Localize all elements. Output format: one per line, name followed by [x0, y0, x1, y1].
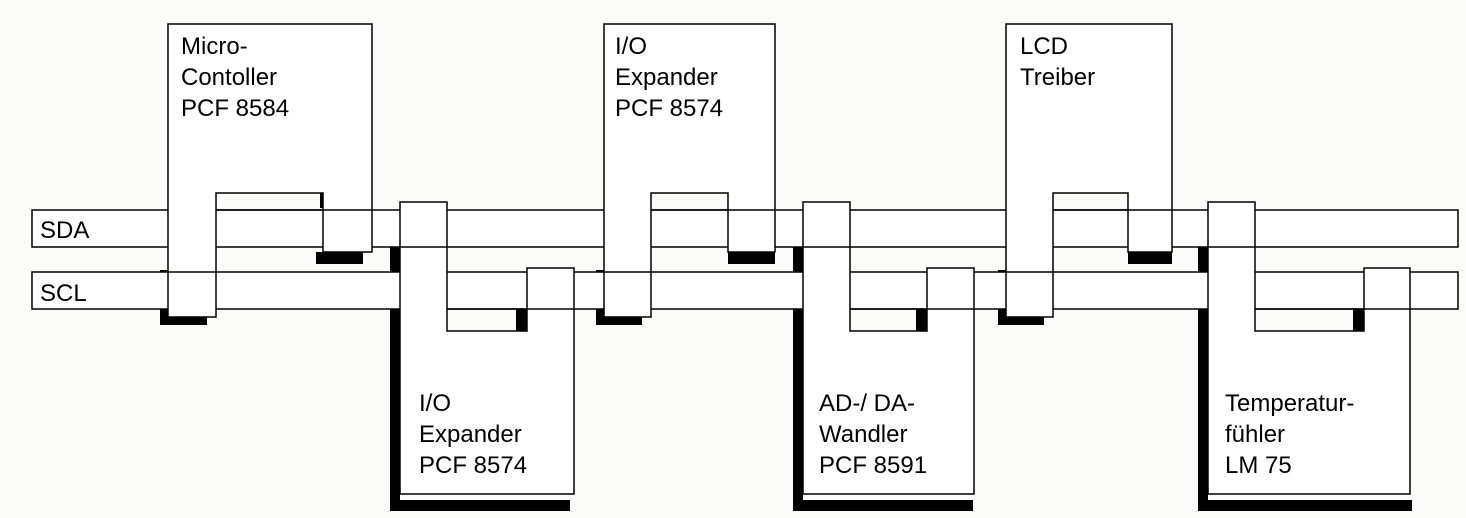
temperature-sensor-label-line2: fühler: [1225, 421, 1285, 448]
ad-da-converter-box: [802, 201, 975, 495]
sda-label: SDA: [40, 217, 89, 244]
lcd-driver-box: [1005, 23, 1173, 318]
ad-da-label-line2: Wandler: [819, 421, 907, 448]
crossing-lines: [168, 209, 1410, 310]
shadow-ad-da-side: [793, 240, 803, 511]
shadow-temp-sensor-side: [1198, 240, 1208, 511]
io-expander-1-box: [399, 201, 575, 495]
io-expander-2-label-line2: Expander: [615, 64, 718, 91]
temperature-sensor-label-line1: Temperatur-: [1225, 390, 1354, 417]
shadow-temp-sensor-notch: [1353, 308, 1364, 338]
lcd-driver-label-line2: Treiber: [1020, 64, 1095, 91]
shadow-io-expander-1-side: [390, 240, 400, 511]
ad-da-label-line1: AD-/ DA-: [819, 390, 915, 417]
labels: SDA SCL Micro- Contoller PCF 8584 I/O Ex…: [40, 33, 1354, 479]
shadow-io-expander-1-notch: [516, 308, 527, 338]
temperature-sensor-label-line3: LM 75: [1225, 452, 1292, 479]
top-devices: [167, 23, 1173, 318]
shadow-lcd-sda-pad: [1128, 252, 1172, 264]
shadow-microcontroller-sda-pad: [316, 252, 363, 264]
shadow-ad-da-bottom: [793, 500, 973, 511]
io-expander-1-label-line1: I/O: [419, 390, 451, 417]
scl-label: SCL: [40, 280, 87, 307]
io-expander-2-label-line1: I/O: [615, 33, 647, 60]
shadow-io-expander-1-bottom: [390, 500, 570, 511]
microcontroller-label-line3: PCF 8584: [181, 95, 289, 122]
temperature-sensor-box: [1207, 201, 1411, 495]
ad-da-label-line3: PCF 8591: [819, 452, 927, 479]
microcontroller-label-line1: Micro-: [181, 33, 248, 60]
bottom-devices: [399, 201, 1411, 495]
io-expander-1-label-line3: PCF 8574: [419, 452, 527, 479]
shadow-io-expander-2-sda-pad: [728, 252, 775, 264]
io-expander-1-label-line2: Expander: [419, 421, 522, 448]
microcontroller-label-line2: Contoller: [181, 64, 277, 91]
io-expander-2-label-line3: PCF 8574: [615, 95, 723, 122]
shadow-temp-sensor-bottom: [1198, 500, 1412, 511]
microcontroller-box: [167, 23, 373, 318]
io-expander-2-box: [603, 23, 776, 318]
shadow-ad-da-notch: [916, 308, 927, 338]
lcd-driver-label-line1: LCD: [1020, 33, 1068, 60]
